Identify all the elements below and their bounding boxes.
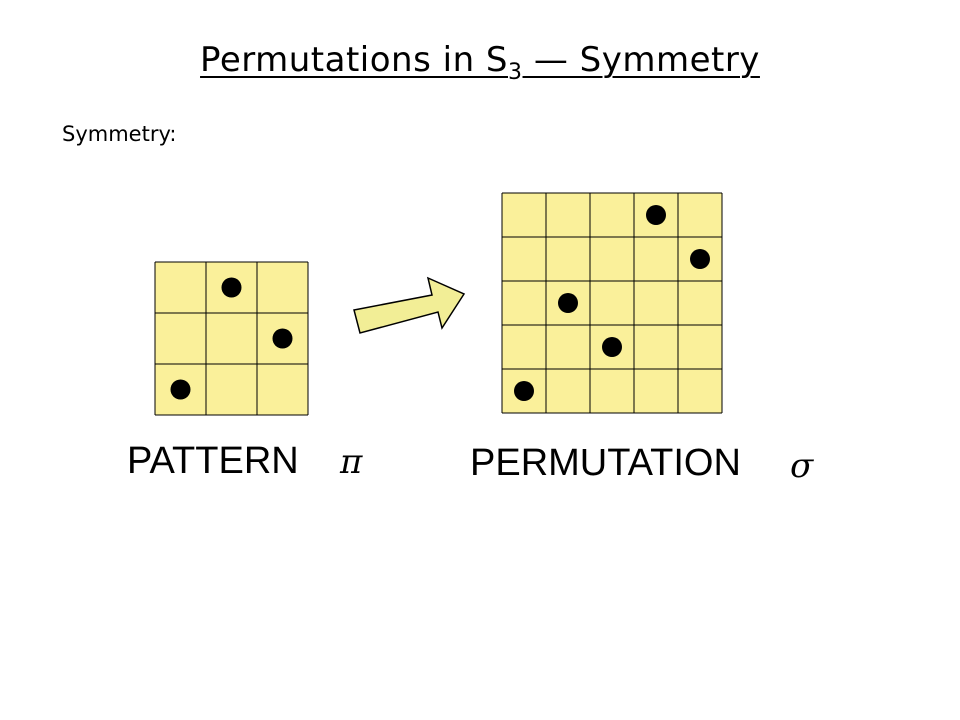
permutation-dot xyxy=(514,381,534,401)
permutation-dot xyxy=(602,337,622,357)
title-subscript: 3 xyxy=(508,59,523,85)
permutation-dot xyxy=(558,293,578,313)
pattern-grid xyxy=(154,261,309,416)
pattern-dot xyxy=(221,277,242,298)
section-label: Symmetry: xyxy=(62,122,177,146)
title-main: Permutations in S xyxy=(200,40,509,80)
permutation-dot xyxy=(646,205,666,225)
pi-symbol: π xyxy=(340,442,363,482)
sigma-symbol: σ xyxy=(790,446,814,486)
title-text: Permutations in S3 — Symmetry xyxy=(200,40,760,85)
permutation-background xyxy=(502,193,722,413)
permutation-dot xyxy=(690,249,710,269)
title-suffix: — Symmetry xyxy=(522,40,760,80)
pattern-label: PATTERN xyxy=(127,440,299,482)
page-title: Permutations in S3 — Symmetry xyxy=(0,40,960,85)
permutation-label: PERMUTATION xyxy=(470,442,741,484)
arrow-icon xyxy=(353,276,466,334)
pattern-dot xyxy=(170,379,191,400)
pattern-dot xyxy=(272,328,293,349)
permutation-grid xyxy=(501,192,723,414)
